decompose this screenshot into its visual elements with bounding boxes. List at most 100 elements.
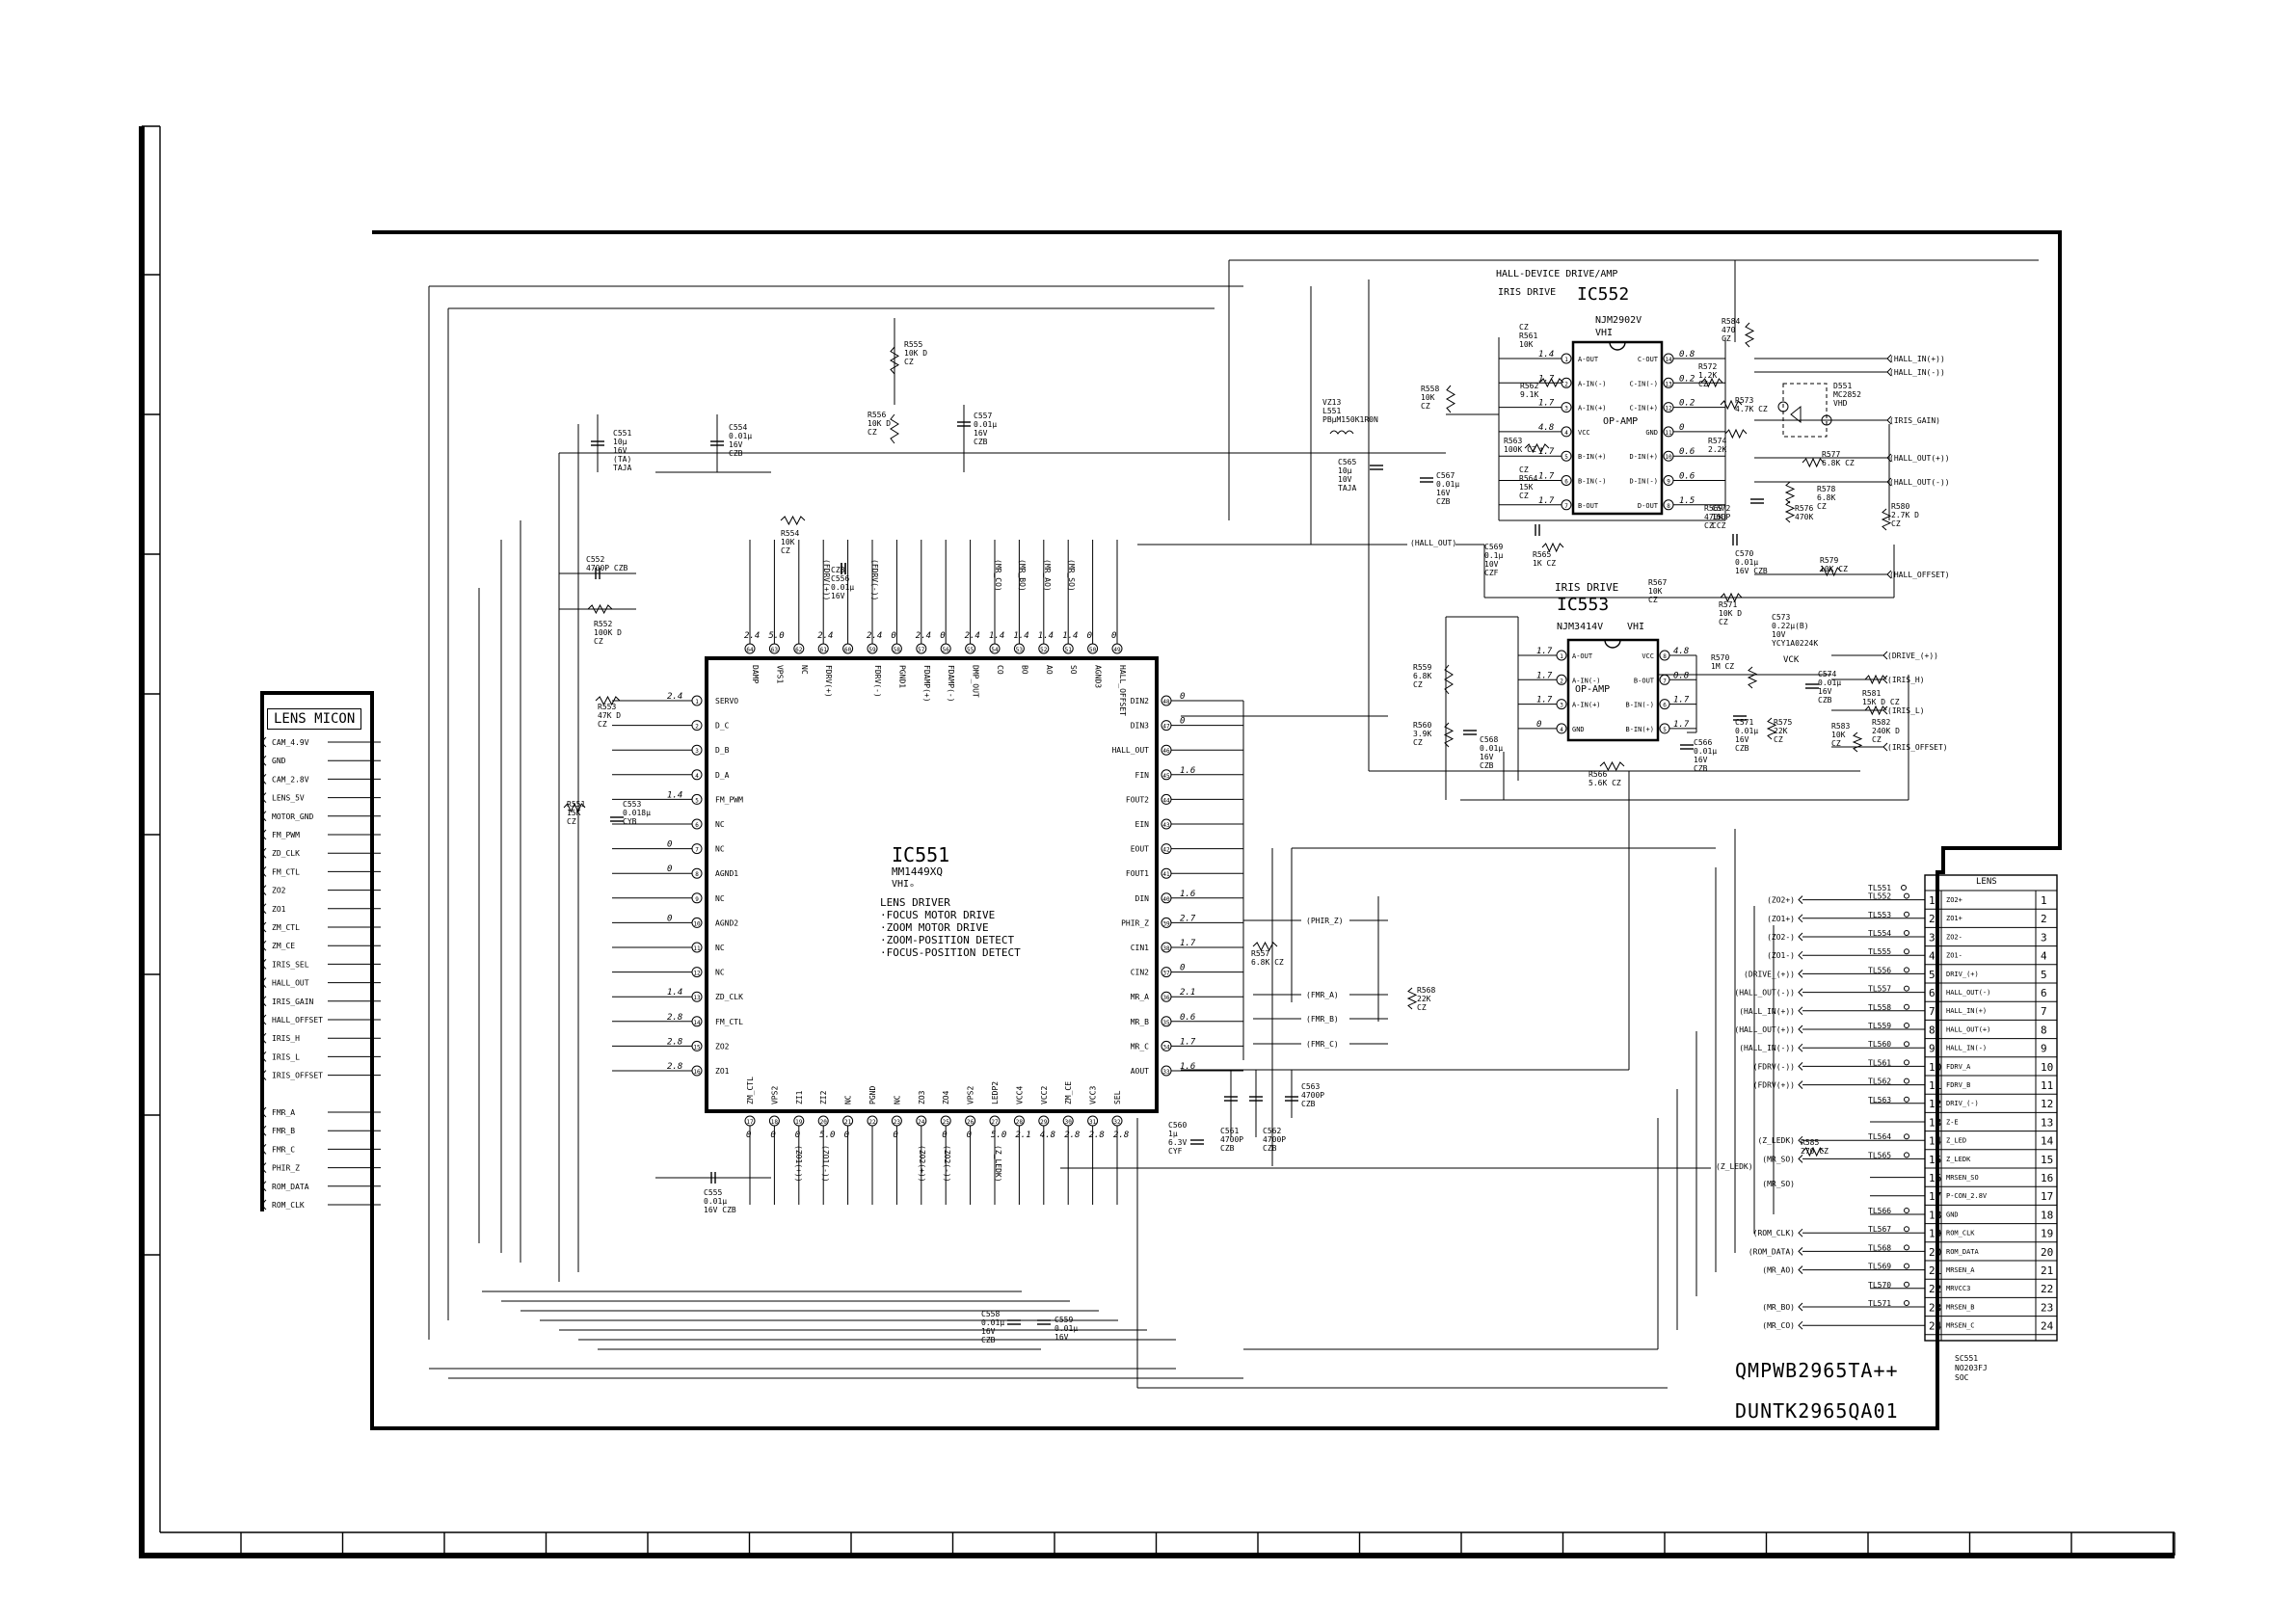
- net-arrow: [1798, 1135, 1803, 1145]
- lens-pin-name: ROM_DATA: [1946, 1248, 1980, 1256]
- pin-number: 17: [746, 1119, 754, 1126]
- pin-number: 38: [1162, 945, 1170, 952]
- micon-signal-cam-4-9v: CAM_4.9V: [272, 738, 309, 747]
- ic551-pin-18: [768, 1115, 780, 1127]
- micon-signal-zo2: ZO2: [272, 887, 286, 895]
- resistor-r573: [1720, 399, 1743, 411]
- connector-pin: [262, 996, 267, 1007]
- lens-pin-name: ZO2+: [1946, 896, 1962, 904]
- net-label: (IRIS_H): [1887, 676, 1925, 684]
- pin-number: 31: [1089, 1119, 1097, 1126]
- net-label: (HALL_IN(+)): [1889, 355, 1945, 363]
- voltage-label: 0: [1536, 720, 1541, 730]
- net-arrow: [1798, 932, 1803, 942]
- testpoint: [1904, 1263, 1909, 1269]
- ic551-pin-15: [691, 1040, 703, 1051]
- testpoint: [1904, 1208, 1909, 1213]
- ic553-pkg: VHI: [1627, 622, 1645, 632]
- ic553-pin-6: [1659, 699, 1670, 710]
- pin-number: 21: [844, 1119, 852, 1126]
- voltage-label: 1.7: [1673, 696, 1690, 705]
- ic551-pin-37: [1161, 967, 1172, 978]
- pin-number: 5: [1663, 727, 1667, 733]
- net-label: (MR_CO): [1762, 1321, 1795, 1330]
- voltage-label: 2.4: [667, 692, 682, 702]
- pin-number: 3: [1564, 406, 1568, 412]
- pin-number: 11: [1665, 430, 1672, 437]
- lens-pin-number: 12: [1929, 1098, 1941, 1110]
- pwb-number: QMPWB2965TA++: [1735, 1359, 1899, 1382]
- net-arrow: [1798, 1043, 1803, 1052]
- ic551-pin-38: [1161, 942, 1172, 953]
- ic551-pin-28: [1013, 1115, 1025, 1127]
- ic551-pin-56: [940, 643, 951, 654]
- net-label: (IRIS_L): [1887, 706, 1925, 715]
- ic553-pinname: A-IN(+): [1572, 702, 1601, 709]
- voltage-label: 2.4: [916, 631, 931, 641]
- net-label: (HALL_OFFSET): [1889, 571, 1950, 579]
- micon-signal-fmr-c: FMR_C: [272, 1145, 295, 1154]
- connector-pin: [262, 866, 267, 877]
- voltage-label: 1.4: [1013, 631, 1028, 641]
- testpoint-label: TL571: [1868, 1299, 1891, 1308]
- connector-pin: [262, 1144, 267, 1155]
- lens-pin-name: P-CON_2.8V: [1946, 1192, 1988, 1200]
- lens-pin-number: 16: [1929, 1172, 1941, 1184]
- connector-pin: [262, 1070, 267, 1080]
- ic551-pinname: FDRV(+): [824, 665, 833, 698]
- ic551-pinname: NC: [715, 845, 725, 854]
- lens-pin-name: FDRV_A: [1946, 1063, 1971, 1071]
- ic551-pin-21: [842, 1115, 854, 1127]
- pin-number: 32: [1113, 1119, 1121, 1126]
- ic553-pinname: B-IN(-): [1625, 702, 1654, 709]
- ic551-pin-2: [691, 720, 703, 732]
- pin-number: 8: [1663, 653, 1667, 660]
- pin-number: 58: [894, 647, 901, 653]
- voltage-label: 0: [940, 631, 945, 641]
- pin-number: 7: [1663, 678, 1667, 684]
- micon-signal-iris-gain: IRIS_GAIN: [272, 998, 314, 1006]
- pin-number: 29: [1040, 1119, 1048, 1126]
- ic551-pinname: FDAMP(+): [922, 665, 931, 703]
- lens-pin-number: 16: [2041, 1172, 2053, 1184]
- testpoint: [1904, 1096, 1909, 1103]
- testpoint-label: TL554: [1868, 929, 1891, 938]
- ic551-pinname: HALL_OFFSET: [1118, 665, 1127, 716]
- pin-number: 60: [844, 647, 852, 653]
- connector-pin: [262, 1162, 267, 1173]
- lens-pin-number: 7: [2041, 1005, 2047, 1018]
- ic551-pin-24: [916, 1115, 927, 1127]
- net-label: (HALL_IN(-)): [1889, 368, 1945, 377]
- ic551-pin-40: [1161, 892, 1172, 904]
- ic551-pin-61: [817, 643, 829, 654]
- ic551-pin-6: [691, 818, 703, 830]
- lens-pin-number: 23: [2041, 1301, 2053, 1314]
- pin-number: 33: [1162, 1069, 1170, 1076]
- ic551-pinname: FIN: [1135, 771, 1150, 780]
- resistor-r579: [1819, 566, 1842, 577]
- voltage-label: 1.6: [1180, 890, 1195, 899]
- ic551-pinname: CO: [996, 665, 1004, 675]
- lens-pin-name: MRVCC3: [1946, 1285, 1970, 1292]
- net-label: (MR_AO): [1043, 559, 1052, 592]
- lens-pin-number: 2: [2041, 913, 2047, 925]
- voltage-label: 2.8: [1064, 1131, 1080, 1140]
- net-label: (ZO1(+)): [794, 1145, 803, 1183]
- ic551-pin-46: [1161, 744, 1172, 756]
- connector-pin: [262, 829, 267, 840]
- ic551-pinname: CIN1: [1131, 944, 1149, 952]
- ic551-pinname: DIN: [1135, 894, 1150, 903]
- ic551-pin-29: [1038, 1115, 1050, 1127]
- voltage-label: 1.7: [1538, 374, 1555, 384]
- ic551-pin-22: [867, 1115, 878, 1127]
- micon-signal-fm-ctl: FM_CTL: [272, 867, 300, 876]
- lens-pin-number: 21: [1929, 1264, 1941, 1277]
